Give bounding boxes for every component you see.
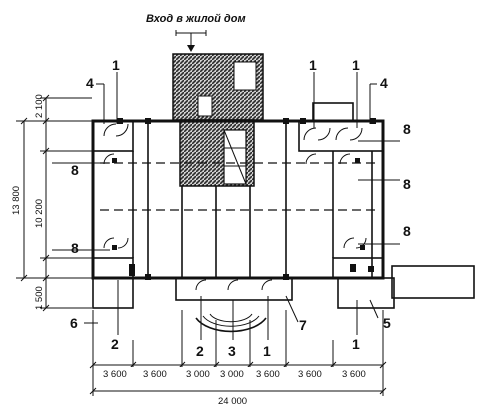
callout-8-right-1: 8 xyxy=(403,121,411,137)
callout-2-bottom: 2 xyxy=(196,343,204,359)
callout-4-top-right: 4 xyxy=(380,75,388,91)
callout-1-bottom-right: 1 xyxy=(352,336,360,352)
callout-8-right-2: 8 xyxy=(403,176,411,192)
entrance-arrow xyxy=(175,30,207,52)
dim-h-seg-5: 3 600 xyxy=(256,369,280,380)
dim-h-seg-7: 3 600 xyxy=(342,369,366,380)
callout-8-right-3: 8 xyxy=(403,223,411,239)
callout-6: 6 xyxy=(70,315,78,331)
callout-1-bottom: 1 xyxy=(263,343,271,359)
callout-leaders xyxy=(52,72,400,340)
wall-stubs xyxy=(112,118,376,280)
callout-5: 5 xyxy=(383,315,391,331)
dim-h-seg-1: 3 600 xyxy=(103,369,127,380)
dim-vertical-total: 13 800 xyxy=(11,186,22,215)
dim-vertical-top: 2 100 xyxy=(34,94,45,118)
callout-4-top-left: 4 xyxy=(86,75,94,91)
dim-h-seg-3: 3 000 xyxy=(186,369,210,380)
callout-1-top-right-a: 1 xyxy=(309,57,317,73)
door-swings xyxy=(103,123,367,291)
dim-vertical-middle: 10 200 xyxy=(34,199,45,228)
dim-h-total: 24 000 xyxy=(218,396,247,407)
callout-2-left: 2 xyxy=(111,336,119,352)
callout-8-left-top: 8 xyxy=(71,162,79,178)
dim-h-seg-2: 3 600 xyxy=(143,369,167,380)
dim-text-backdrop xyxy=(97,367,379,378)
horizontal-dimension-chain xyxy=(89,310,387,396)
dim-h-seg-6: 3 600 xyxy=(298,369,322,380)
entrance-porches xyxy=(92,102,475,333)
callout-7: 7 xyxy=(299,317,307,333)
entrance-title: Вход в жилой дом xyxy=(146,13,246,25)
building-outline xyxy=(91,119,385,280)
callout-1-top-right-b: 1 xyxy=(352,57,360,73)
dim-h-seg-4: 3 000 xyxy=(220,369,244,380)
callout-8-left-bottom: 8 xyxy=(71,240,79,256)
callout-3-bottom: 3 xyxy=(228,343,236,359)
callout-1-top-left: 1 xyxy=(112,57,120,73)
residential-wing xyxy=(172,53,264,187)
vertical-dimension-chain xyxy=(16,94,92,312)
dim-vertical-bottom: 1 500 xyxy=(34,286,45,310)
